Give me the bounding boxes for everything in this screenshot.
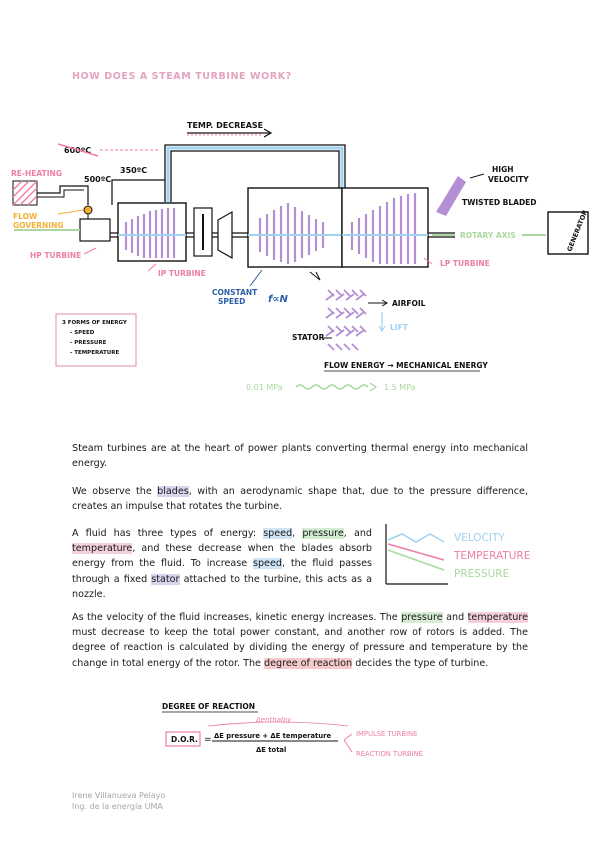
lp-blades — [350, 193, 417, 264]
lp-turbine-label: LP TURBINE — [440, 259, 490, 268]
frequency-formula: f∝N — [268, 294, 288, 305]
pressure-high-label: 1.5 MPa — [384, 383, 416, 392]
highlight-blades: blades — [157, 486, 189, 497]
dor-equals: = — [204, 735, 212, 745]
twisted-bladed-label: TWISTED BLADED — [462, 198, 537, 207]
flow-governing-label-2: GOVERNING — [13, 221, 64, 230]
highlight-temperature-2: temperature — [467, 612, 528, 623]
author-name: Irene Villanueva Pelayo — [72, 791, 166, 800]
lp-turbine-box — [341, 187, 429, 268]
velocity-line — [387, 533, 445, 543]
legend-velocity: VELOCITY — [454, 532, 505, 544]
twisted-blade — [436, 176, 466, 216]
airfoil-label: AIRFOIL — [392, 299, 426, 308]
energy-form-speed: - SPEED — [70, 330, 95, 336]
pressure-arrow — [295, 384, 369, 390]
steam-turbine-diagram: TEMP. DECREASE 600ºC RE-HEATING 500ºC 35… — [11, 121, 589, 392]
ip-turbine-label: IP TURBINE — [158, 269, 206, 278]
dor-label: D.O.R. — [171, 735, 198, 744]
flow-energy-label: FLOW ENERGY → MECHANICAL ENERGY — [324, 361, 488, 370]
dor-heading: DEGREE OF REACTION — [162, 702, 255, 711]
constant-speed-label-1: CONSTANT — [212, 288, 258, 297]
impulse-turbine-label: IMPULSE TURBINE — [356, 730, 417, 738]
hp-turbine-box — [117, 202, 187, 262]
valve-icon — [83, 205, 93, 215]
hp-inlet-box — [79, 218, 111, 242]
temp-decrease-label: TEMP. DECREASE — [187, 121, 263, 130]
highlight-pressure-2: pressure — [401, 612, 443, 623]
reaction-turbine-label: REACTION TURBINE — [356, 750, 423, 758]
flow-governing-label-1: FLOW — [13, 212, 38, 221]
temp-350-label: 350ºC — [120, 166, 147, 175]
stator-label: STATOR — [292, 333, 325, 342]
paragraph-velocity: As the velocity of the fluid increases, … — [72, 612, 528, 669]
high-velocity-label-1: HIGH — [492, 165, 514, 174]
paragraph-energy: A fluid has three types of energy: speed… — [72, 528, 373, 600]
energy-forms-box — [55, 313, 137, 367]
temp-500-label: 500ºC — [84, 175, 111, 184]
degree-of-reaction-formula: DEGREE OF REACTION Δenthalpy D.O.R. = ΔE… — [162, 702, 423, 758]
dor-label-box — [165, 731, 201, 747]
page-title: HOW DOES A STEAM TURBINE WORK? — [72, 71, 292, 82]
ip-nozzle — [217, 210, 233, 260]
reheating-hatch — [12, 180, 38, 206]
energy-forms-title: 3 FORMS OF ENERGY — [62, 320, 128, 326]
lift-label: LIFT — [390, 323, 409, 332]
legend-pressure: PRESSURE — [454, 568, 509, 580]
pressure-low-label: 0.01 MPa — [246, 383, 283, 392]
steam-pipe-top — [164, 144, 346, 202]
temp-600-strike — [57, 143, 99, 157]
reheat-pipe — [37, 185, 89, 205]
highlight-stator: stator — [151, 573, 180, 585]
constant-speed-label-2: SPEED — [218, 297, 245, 306]
generator-box — [547, 211, 589, 255]
footer: Irene Villanueva Pelayo Ing. de la energ… — [72, 790, 165, 812]
temperature-line — [387, 543, 445, 561]
flow-governing-pointer — [57, 209, 84, 215]
energy-trend-chart: VELOCITY TEMPERATURE PRESSURE — [385, 524, 530, 585]
paragraph-intro: Steam turbines are at the heart of power… — [72, 443, 528, 470]
highlight-temperature: temperature — [72, 543, 133, 555]
course-name: Ing. de la energía UMA — [72, 802, 163, 811]
legend-temperature: TEMPERATURE — [453, 550, 530, 562]
dor-denominator: ΔE total — [256, 746, 286, 754]
dor-enthalpy-label: Δenthalpy — [255, 716, 292, 724]
stator-blades — [325, 289, 367, 351]
highlight-speed-2: speed — [252, 558, 282, 570]
highlight-speed: speed — [263, 528, 293, 539]
highlight-degree-of-reaction: degree of reaction — [264, 657, 353, 669]
energy-form-pressure: - PRESSURE — [70, 340, 107, 346]
highlight-pressure: pressure — [302, 528, 344, 539]
rotary-axis-label: ROTARY AXIS — [460, 231, 516, 240]
pipe-to-hp — [111, 179, 165, 205]
pressure-line — [387, 549, 445, 571]
temp-decrease-arrowhead — [263, 128, 273, 138]
energy-form-temperature: - TEMPERATURE — [70, 350, 119, 356]
dor-numerator: ΔE pressure + ΔE temperature — [214, 732, 331, 740]
hp-turbine-label: HP TURBINE — [30, 251, 81, 260]
paragraph-blades: We observe the blades, with an aerodynam… — [72, 486, 528, 513]
high-velocity-label-2: VELOCITY — [488, 175, 529, 184]
reheating-label: RE-HEATING — [11, 169, 62, 178]
